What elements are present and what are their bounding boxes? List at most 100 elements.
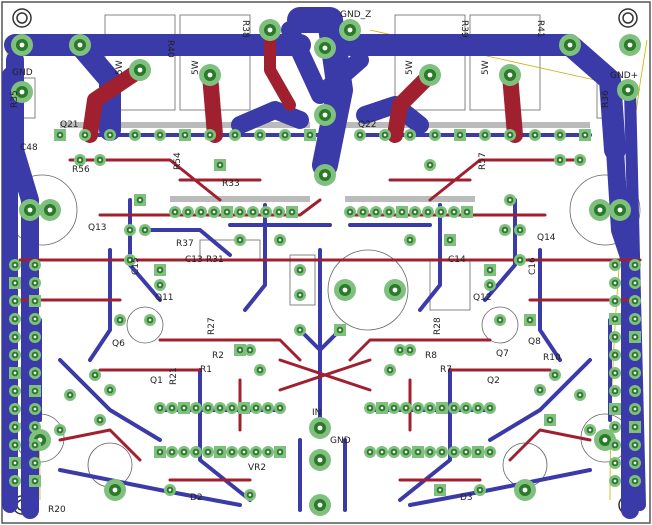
- pad-hole: [613, 407, 617, 411]
- pad-hole: [128, 258, 132, 262]
- pad-hole: [448, 238, 452, 242]
- pad-hole: [348, 210, 352, 214]
- pad-hole: [108, 133, 112, 137]
- pad-hole: [290, 210, 294, 214]
- pad-hole: [392, 406, 396, 410]
- label-r21: R21: [169, 367, 179, 385]
- pad-hole: [633, 263, 637, 267]
- pad-hole: [13, 281, 17, 285]
- pad-hole: [218, 450, 222, 454]
- pad-hole: [13, 371, 17, 375]
- pad-hole: [33, 371, 37, 375]
- pad-hole: [488, 268, 492, 272]
- pad-hole: [633, 317, 637, 321]
- component-labels: GND GND_Z GND+ R40 R38 R39 R41 R35 R36 R…: [10, 10, 638, 515]
- label-gnd-in: GND: [330, 436, 351, 446]
- pad-hole: [143, 228, 147, 232]
- pad-hole: [452, 450, 456, 454]
- label-d3: D3: [460, 493, 473, 503]
- pad-hole: [464, 406, 468, 410]
- pad-hole: [58, 428, 62, 432]
- pad-hole: [413, 210, 417, 214]
- pad-hole: [508, 133, 512, 137]
- pad-hole: [283, 133, 287, 137]
- pad-hole: [452, 210, 456, 214]
- pad-hole: [13, 407, 17, 411]
- pad-hole: [633, 479, 637, 483]
- label-r27: R27: [207, 317, 217, 335]
- pad-hole: [298, 328, 302, 332]
- pad-hole: [206, 450, 210, 454]
- pad-hole: [186, 210, 190, 214]
- pad-hole: [613, 479, 617, 483]
- pad-hole: [33, 461, 37, 465]
- pad-hole: [233, 133, 237, 137]
- label-q2: Q2: [487, 376, 500, 386]
- bottom-layer-traces: [2, 7, 646, 519]
- pad-hole: [83, 133, 87, 137]
- pad-hole: [388, 368, 392, 372]
- label-5w-c: 5W: [405, 60, 415, 75]
- pad-hole: [58, 133, 62, 137]
- pad-hole: [248, 493, 252, 497]
- label-q12: Q12: [473, 293, 492, 303]
- pad-hole: [266, 406, 270, 410]
- pads: [9, 19, 641, 516]
- pad-hole: [278, 238, 282, 242]
- pad-hole: [368, 450, 372, 454]
- pad-hole: [258, 368, 262, 372]
- pad-hole: [230, 406, 234, 410]
- pad-hole: [347, 27, 353, 33]
- label-r8: R8: [425, 351, 437, 361]
- label-r56: R56: [72, 165, 90, 175]
- label-c16: C16: [528, 257, 538, 275]
- pad-hole: [298, 268, 302, 272]
- pad-hole: [138, 198, 142, 202]
- pad-hole: [358, 133, 362, 137]
- pad-hole: [78, 158, 82, 162]
- pad-hole: [613, 353, 617, 357]
- label-5w-a: 5W: [115, 60, 125, 75]
- label-r39: R39: [459, 20, 469, 38]
- pad-hole: [266, 450, 270, 454]
- pad-hole: [476, 406, 480, 410]
- pad-hole: [277, 210, 281, 214]
- pad-hole: [278, 450, 282, 454]
- pad-hole: [33, 335, 37, 339]
- pad-hole: [19, 89, 25, 95]
- pad-hole: [33, 389, 37, 393]
- pad-hole: [218, 163, 222, 167]
- pad-hole: [182, 450, 186, 454]
- label-q22: Q22: [358, 120, 377, 130]
- pad-hole: [238, 238, 242, 242]
- pad-hole: [633, 425, 637, 429]
- pad-hole: [368, 406, 372, 410]
- pad-hole: [633, 389, 637, 393]
- pad-hole: [633, 299, 637, 303]
- label-d2: D2: [190, 493, 203, 503]
- pad-hole: [613, 425, 617, 429]
- pad-hole: [488, 406, 492, 410]
- pad-hole: [208, 133, 212, 137]
- label-r57: R57: [478, 152, 488, 170]
- pad-hole: [613, 443, 617, 447]
- pad-hole: [230, 450, 234, 454]
- pad-hole: [13, 263, 17, 267]
- pad-hole: [317, 425, 323, 431]
- pad-hole: [27, 207, 33, 213]
- label-r31: R31: [206, 255, 224, 265]
- pad-hole: [170, 406, 174, 410]
- pad-hole: [322, 112, 328, 118]
- label-q21: Q21: [60, 120, 79, 130]
- pad-hole: [408, 238, 412, 242]
- pad-hole: [613, 299, 617, 303]
- pad-hole: [322, 45, 328, 51]
- pad-hole: [588, 428, 592, 432]
- pad-hole: [33, 443, 37, 447]
- pad-hole: [13, 353, 17, 357]
- label-r54: R54: [173, 152, 183, 170]
- label-q13: Q13: [88, 223, 107, 233]
- pad-hole: [416, 406, 420, 410]
- pad-hole: [251, 210, 255, 214]
- pad-hole: [158, 406, 162, 410]
